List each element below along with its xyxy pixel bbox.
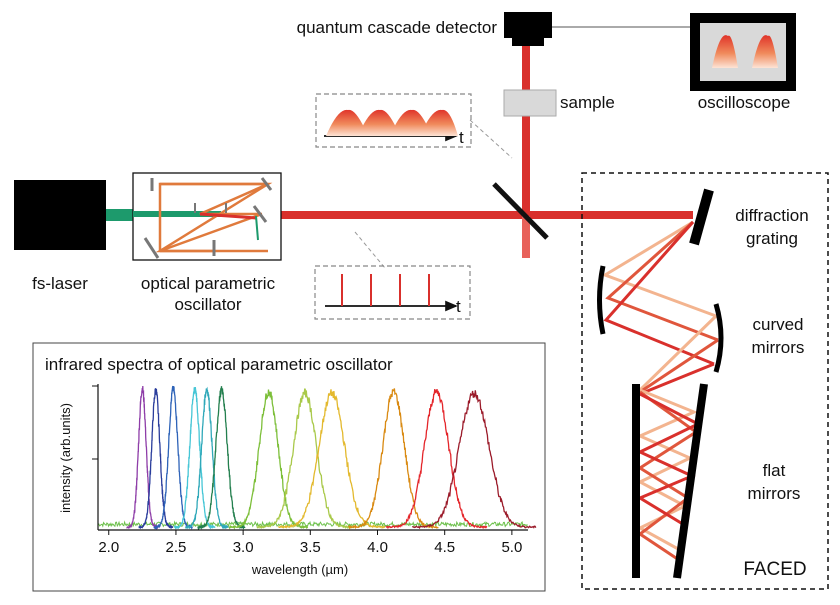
stretched-pulse xyxy=(326,109,368,136)
faced-box xyxy=(581,172,829,590)
faced-label: FACED xyxy=(743,559,806,580)
flat-mirror-right xyxy=(673,383,708,579)
x-axis-label: wavelength (µm) xyxy=(251,562,348,577)
opo-label-line2: oscillator xyxy=(174,295,241,314)
x-tick-label: 3.0 xyxy=(233,539,254,556)
grating-label-line2: grating xyxy=(746,229,798,248)
chart-title: infrared spectra of optical parametric o… xyxy=(45,355,393,374)
time-axis-label: t xyxy=(456,297,461,316)
curved-mirrors-label-line1: curved xyxy=(752,315,803,334)
oscilloscope-label: oscilloscope xyxy=(698,93,791,112)
beamsplitter xyxy=(492,182,549,240)
fs-laser-label: fs-laser xyxy=(32,274,88,293)
x-tick-label: 4.0 xyxy=(367,539,388,556)
spectrum-series-2 xyxy=(138,388,174,530)
spectrum-series-11 xyxy=(385,388,488,530)
chart-frame xyxy=(32,342,546,592)
x-tick-label: 4.5 xyxy=(434,539,455,556)
detector-body xyxy=(504,12,552,46)
spectrum-series-4 xyxy=(173,386,216,530)
detector-label: quantum cascade detector xyxy=(297,18,498,37)
opo-cavity xyxy=(132,172,282,261)
y-axis-label: intensity (arb.units) xyxy=(58,403,73,513)
diffraction-grating xyxy=(689,188,714,246)
x-tick-label: 2.0 xyxy=(98,539,119,556)
faced-rays xyxy=(601,220,719,564)
sample xyxy=(503,89,557,117)
baseline-noise xyxy=(97,520,528,529)
grating-label-line1: diffraction xyxy=(735,206,808,225)
x-tick-label: 5.0 xyxy=(501,539,522,556)
curved-mirror-left xyxy=(597,265,606,335)
spectrum-series-5 xyxy=(184,386,229,530)
oscilloscope xyxy=(690,13,796,91)
spectrum-series-6 xyxy=(197,386,246,531)
stretched-pulse-inset: t xyxy=(315,93,472,148)
beam-split-down xyxy=(522,216,530,258)
fs-laser-box xyxy=(14,180,106,250)
spectrum-series-3 xyxy=(153,385,193,530)
stretched-pulse xyxy=(420,109,458,136)
spectrum-series-1 xyxy=(126,385,159,530)
plot-area xyxy=(97,385,537,531)
spectrum-series-8 xyxy=(256,388,354,530)
x-tick-label: 2.5 xyxy=(166,539,187,556)
spectrum-series-12 xyxy=(411,390,537,530)
spectra-chart: infrared spectra of optical parametric o… xyxy=(32,342,546,592)
x-tick-label: 3.5 xyxy=(300,539,321,556)
spectrum-series-10 xyxy=(348,388,439,530)
curved-mirrors-label-line2: mirrors xyxy=(752,338,805,357)
curved-mirror-right xyxy=(713,303,724,373)
flat-mirrors-label-line1: flat xyxy=(763,461,786,480)
stretched-pulse xyxy=(390,109,432,136)
x-axis-ticks: 2.0 2.5 3.0 3.5 4.0 4.5 5.0 xyxy=(98,530,522,556)
opo-label-line1: optical parametric xyxy=(141,274,276,293)
beam-to-detector xyxy=(522,42,530,214)
sample-label: sample xyxy=(560,93,615,112)
pulse-train-inset: t xyxy=(314,265,471,320)
main-beam-horizontal xyxy=(281,211,693,219)
time-axis-label: t xyxy=(459,128,464,147)
spectrum-series-9 xyxy=(277,389,386,529)
flat-mirrors-label-line2: mirrors xyxy=(748,484,801,503)
stretched-pulse xyxy=(358,109,400,136)
